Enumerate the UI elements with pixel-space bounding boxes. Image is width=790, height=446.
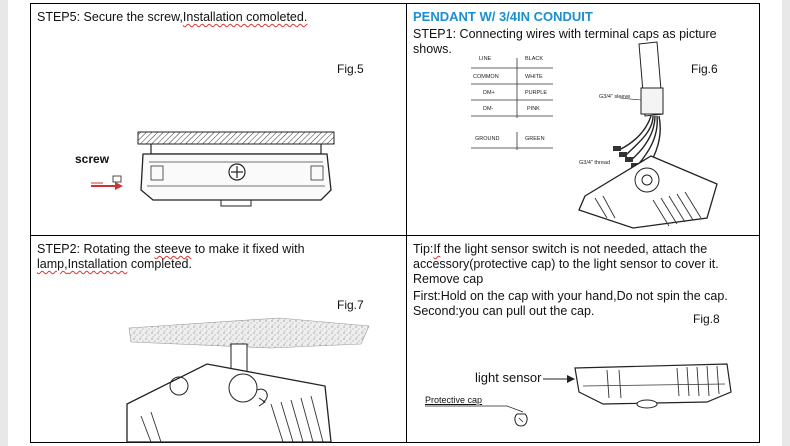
- wire-right-4: GREEN: [525, 136, 545, 142]
- pendant-step1-line1: STEP1: Connecting wires with terminal ca…: [413, 27, 717, 42]
- fig6-label: Fig.6: [691, 62, 718, 76]
- step5-text: STEP5: Secure the screw,Installation com…: [37, 10, 307, 25]
- tip-line3: Remove cap: [413, 272, 484, 286]
- tip-line1-b: If: [433, 242, 441, 256]
- fig7-illustration: [126, 317, 370, 443]
- wire-right-2: PURPLE: [525, 90, 548, 96]
- wire-left-3: DM-: [483, 106, 494, 112]
- fig6-illustration: [471, 41, 718, 229]
- step2-text-a: : Rotating the: [76, 242, 155, 256]
- fig8-label: Fig.8: [693, 312, 720, 326]
- pendant-text-line1: : Connecting wires with terminal caps as…: [452, 27, 717, 41]
- left-margin: [0, 0, 8, 446]
- tip-line4: First:Hold on the cap with your hand,Do …: [413, 289, 728, 303]
- tip-line2: accessory(protective cap) to the light s…: [413, 257, 719, 271]
- screw-label: screw: [75, 152, 110, 166]
- step2-label: STEP2: [37, 242, 77, 256]
- step5-text-b: Installation comoleted.: [182, 10, 308, 24]
- step2-line2-b: Installation: [67, 257, 128, 271]
- pendant-header: PENDANT W/ 3/4IN CONDUIT: [413, 9, 593, 24]
- fig8-illustration: [425, 363, 732, 427]
- step2-line2-a: lamp,: [37, 257, 68, 271]
- step2-text-b: to make it fixed with: [191, 242, 305, 256]
- wire-right-1: WHITE: [525, 74, 543, 80]
- wire-left-1: COMMON: [473, 74, 499, 80]
- step2-steeve: steeve: [154, 242, 192, 256]
- tip-line1-a: Tip:: [413, 242, 434, 256]
- cell-tip: Tip:If the light sensor switch is not ne…: [407, 236, 759, 442]
- tip-line1-c: the light sensor switch is not needed, a…: [440, 242, 708, 256]
- wire-right-3: PINK: [527, 106, 540, 112]
- cell-step2: STEP2: Rotating the steeve to make it fi…: [31, 236, 407, 443]
- step2-line2-c: completed.: [127, 257, 192, 271]
- fig7-label: Fig.7: [337, 298, 364, 312]
- step5-label: STEP5: [37, 10, 77, 24]
- wire-left-0: LINE: [479, 56, 492, 62]
- fig5-label: Fig.5: [337, 62, 364, 76]
- wire-left-2: DM+: [483, 90, 495, 96]
- protective-cap-label: Protective cap: [425, 395, 483, 405]
- right-margin: [782, 0, 790, 446]
- step5-text-a: : Secure the screw,: [76, 10, 183, 24]
- pendant-step1-line2: shows.: [413, 42, 452, 56]
- cell-step5: STEP5: Secure the screw,Installation com…: [31, 4, 407, 236]
- fig5-illustration: [91, 131, 335, 207]
- step2-line1: STEP2: Rotating the steeve to make it fi…: [37, 242, 305, 257]
- step2-line2: lamp,Installation completed.: [37, 257, 192, 272]
- light-sensor-label: light sensor: [475, 370, 542, 385]
- pendant-step-label: STEP1: [413, 27, 453, 41]
- wire-left-4: GROUND: [475, 136, 500, 142]
- cell-pendant: PENDANT W/ 3/4IN CONDUIT STEP1: Connecti…: [407, 4, 759, 236]
- sleeve-label: G3/4" sleeve: [599, 94, 631, 100]
- tip-line1: Tip:If the light sensor switch is not ne…: [413, 242, 707, 257]
- wire-right-0: BLACK: [525, 56, 544, 62]
- instruction-table: STEP5: Secure the screw,Installation com…: [30, 3, 760, 443]
- thread-label: G3/4" thread: [579, 160, 610, 166]
- tip-line5: Second:you can pull out the cap.: [413, 304, 595, 318]
